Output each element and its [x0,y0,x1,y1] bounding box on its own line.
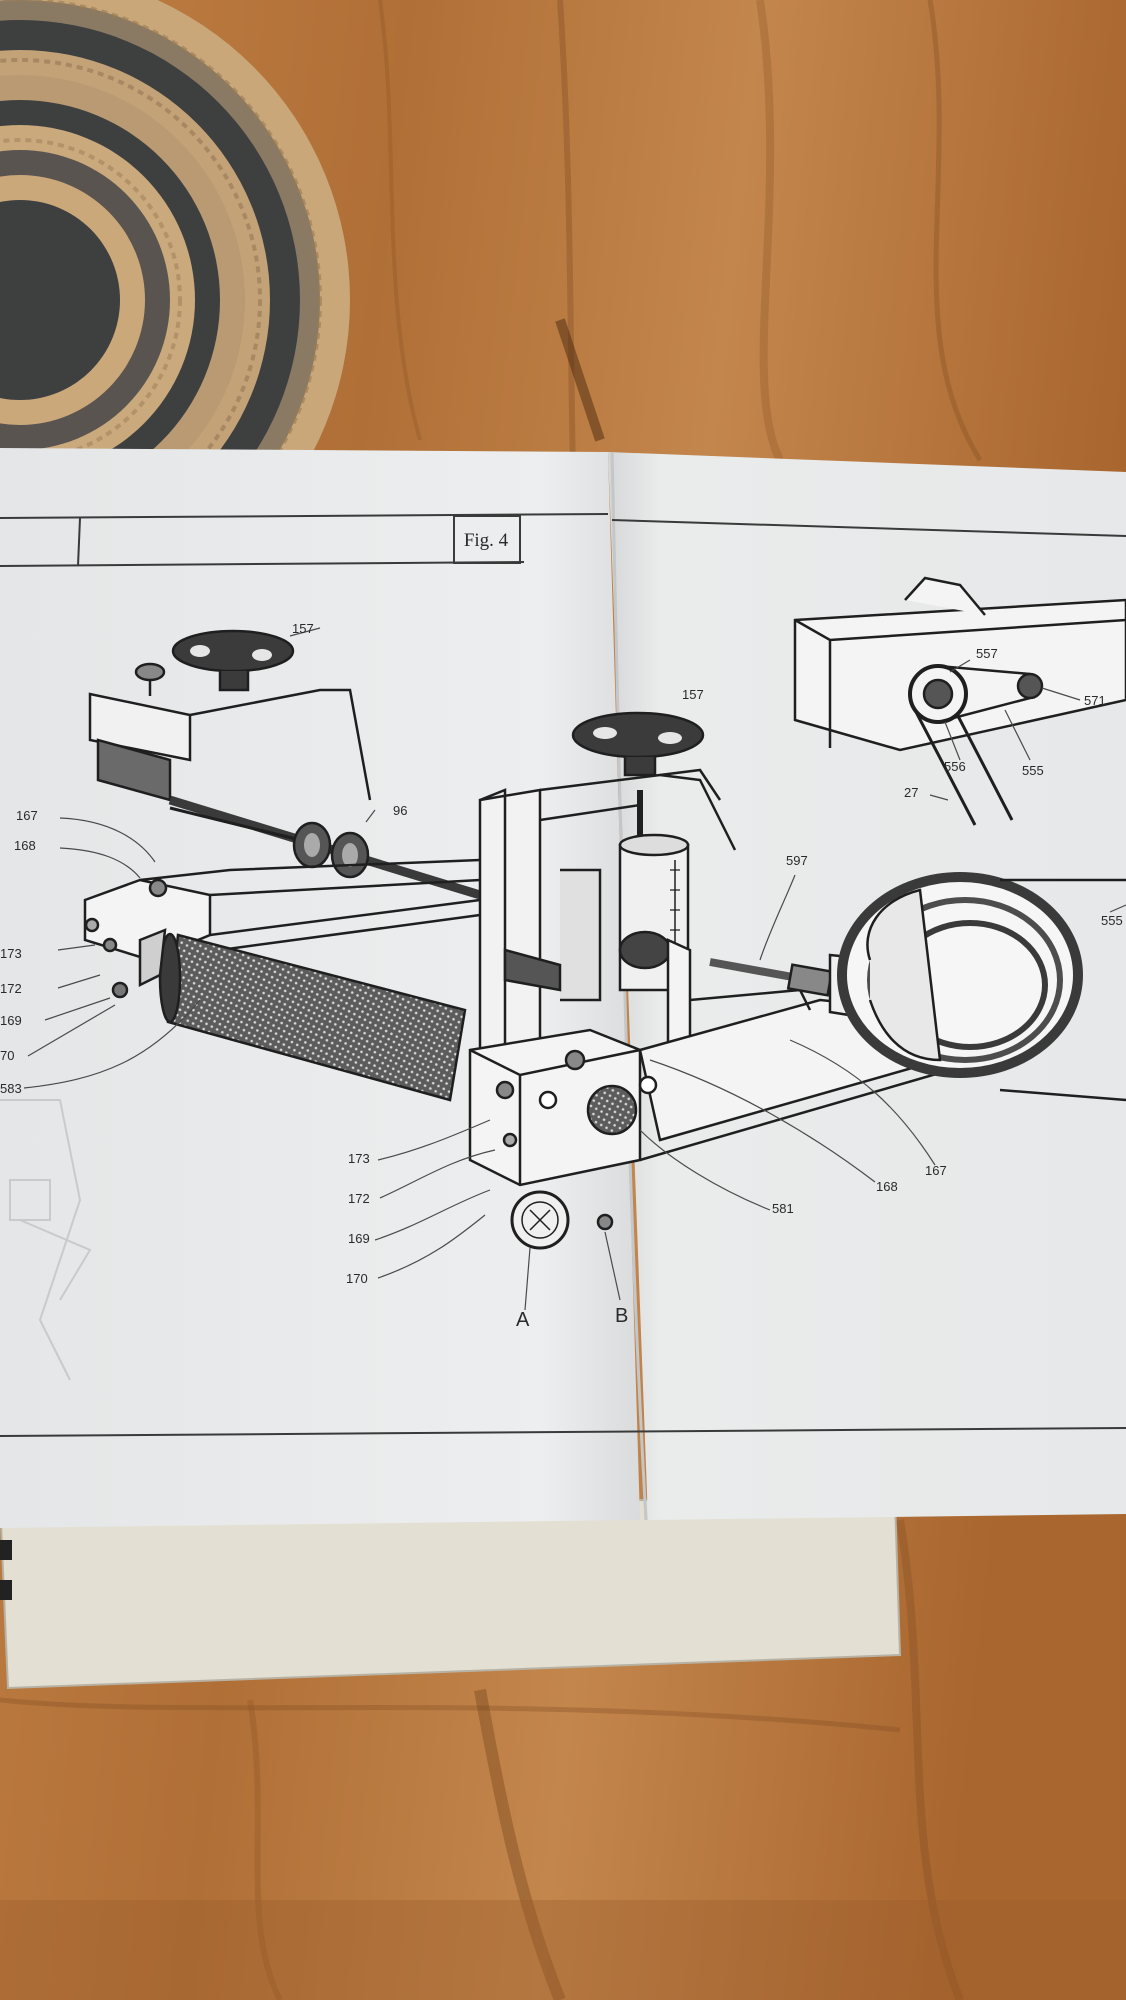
callout-169: 169 [348,1231,370,1246]
leader-lines [23,627,1126,1311]
callout-583: 583 [0,1081,22,1096]
machine-drawing [83,576,1126,1250]
callout-170: 170 [346,1271,368,1286]
callout-167-left: 167 [16,808,38,823]
callout-172: 172 [348,1191,370,1206]
callout-169-left: 169 [0,1013,22,1028]
figure-label: Fig. 4 [463,530,509,551]
callout-557: 557 [976,646,998,661]
callout-555: 555 [1022,763,1044,778]
callout-168-left: 168 [14,838,36,853]
callout-555-edge: 555 [1101,913,1123,928]
callout-157-left: 157 [292,621,314,636]
callout-157-right: 157 [682,687,704,702]
callout-168: 168 [876,1179,898,1194]
bleed-through-sketch [0,1099,92,1381]
callout-173: 173 [348,1151,370,1166]
callout-597: 597 [786,853,808,868]
callout-167: 167 [925,1163,947,1178]
callout-B: B [615,1305,629,1327]
callout-571: 571 [1084,693,1106,708]
callout-581: 581 [772,1201,794,1216]
callout-27: 27 [904,785,919,800]
callout-96: 96 [393,803,408,818]
backing-card [0,1499,902,1690]
frame-lines [0,513,1126,1437]
callout-172-left: 172 [0,981,22,996]
callout-556: 556 [944,759,966,774]
callout-170-left: 70 [0,1048,15,1063]
callout-A: A [516,1309,530,1331]
callout-173-left: 173 [0,946,22,961]
